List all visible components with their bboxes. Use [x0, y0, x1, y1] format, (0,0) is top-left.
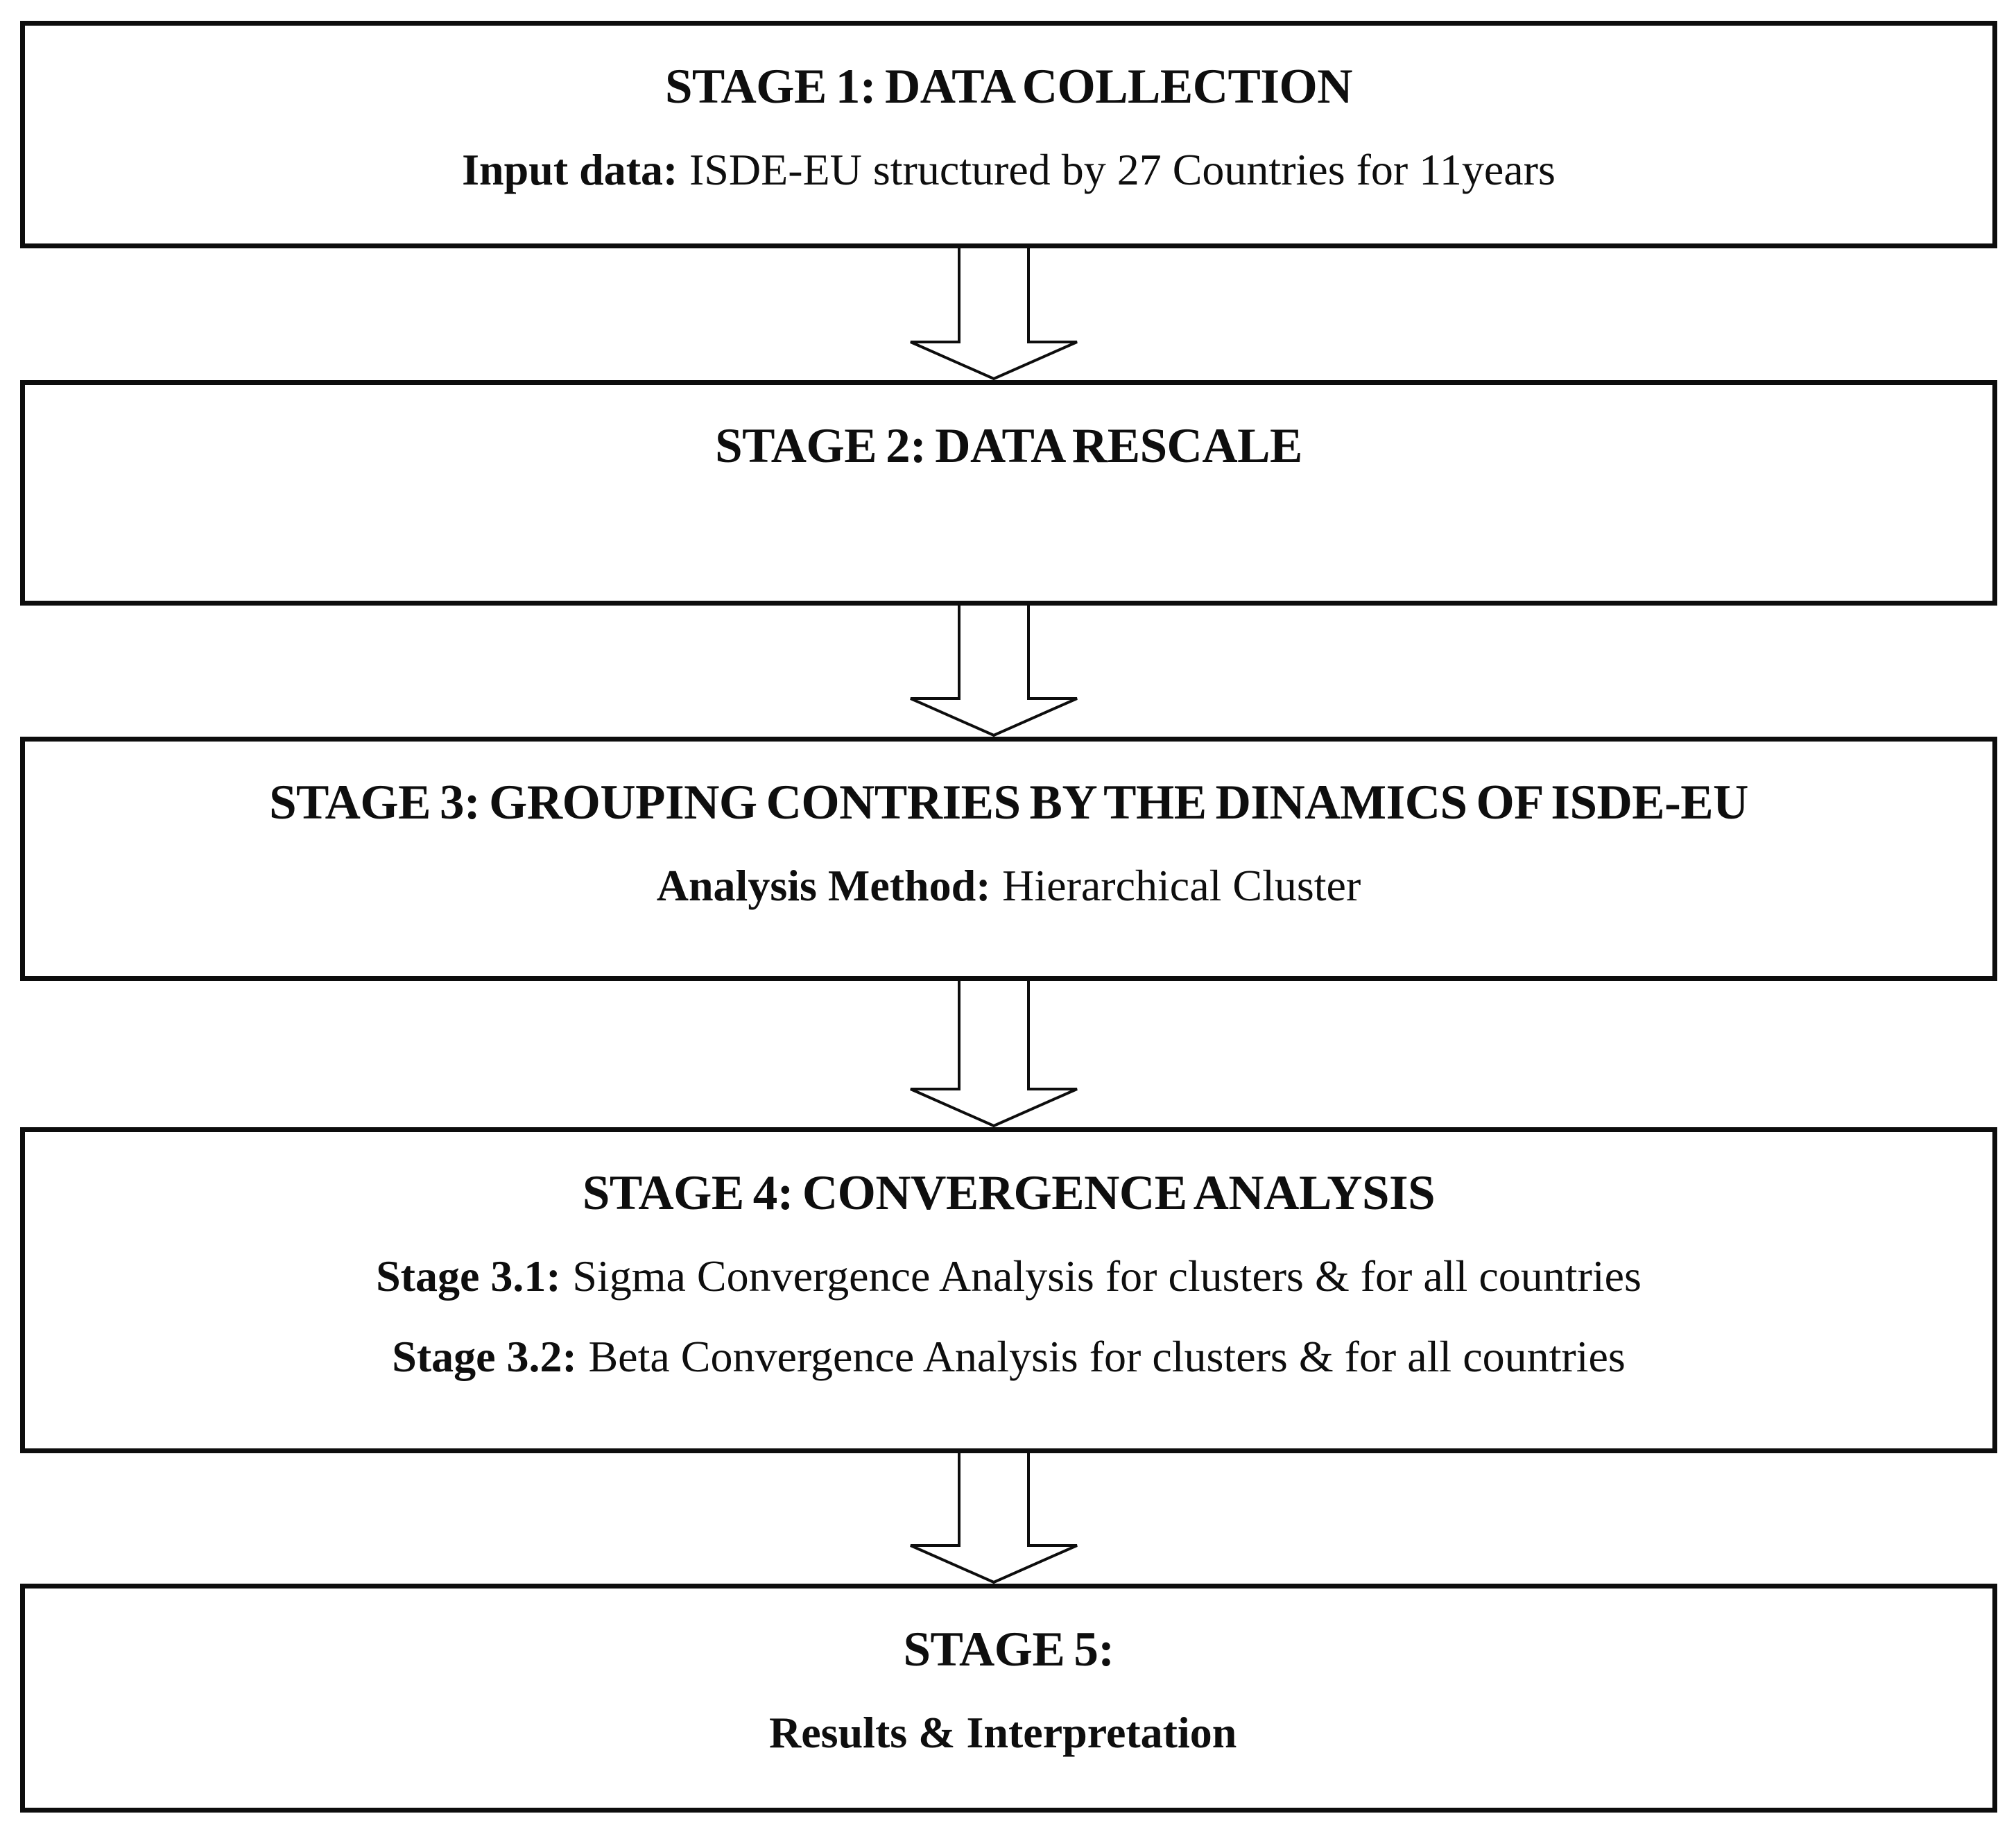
connector-4 [20, 1453, 1997, 1584]
connector-2 [20, 606, 1997, 737]
stage-1-detail: Input data:ISDE-EU structured by 27 Coun… [25, 130, 1992, 210]
detail-label: Stage 3.2: [392, 1332, 577, 1381]
connector-1 [20, 248, 1997, 380]
stage-1-title: STAGE 1: DATA COLLECTION [664, 60, 1353, 114]
detail-label: Input data: [462, 145, 678, 194]
stage-box-4: STAGE 4: CONVERGENCE ANALYSIS Stage 3.1:… [20, 1127, 1997, 1453]
stage-3-title: STAGE 3: GROUPING CONTRIES BY THE DINAMI… [269, 776, 1748, 830]
down-arrow-icon [909, 981, 1078, 1127]
stage-box-2: STAGE 2: DATA RESCALE [20, 380, 1997, 606]
stage-5-detail: Results & Interpretation [25, 1693, 1992, 1773]
stage-4-title: STAGE 4: CONVERGENCE ANALYSIS [582, 1166, 1436, 1220]
stage-3-detail: Analysis Method:Hierarchical Cluster [25, 846, 1992, 926]
connector-3 [20, 981, 1997, 1127]
detail-text: Hierarchical Cluster [1002, 861, 1361, 910]
stage-4-detail-1: Stage 3.1:Sigma Convergence Analysis for… [25, 1236, 1992, 1317]
down-arrow-icon [909, 248, 1078, 380]
down-arrow-icon [909, 1453, 1078, 1584]
stage-2-title: STAGE 2: DATA RESCALE [715, 419, 1302, 473]
detail-label: Stage 3.1: [376, 1251, 561, 1301]
detail-label: Analysis Method: [656, 861, 991, 910]
detail-text: Beta Convergence Analysis for clusters &… [588, 1332, 1626, 1381]
stage-box-3: STAGE 3: GROUPING CONTRIES BY THE DINAMI… [20, 737, 1997, 981]
detail-text: ISDE-EU structured by 27 Countries for 1… [689, 145, 1556, 194]
stage-5-title: STAGE 5: [903, 1622, 1114, 1677]
detail-text: Sigma Convergence Analysis for clusters … [572, 1251, 1642, 1301]
stage-4-detail-2: Stage 3.2:Beta Convergence Analysis for … [25, 1317, 1992, 1397]
down-arrow-icon [909, 606, 1078, 737]
stage-box-1: STAGE 1: DATA COLLECTION Input data:ISDE… [20, 21, 1997, 248]
detail-label: Results & Interpretation [769, 1708, 1237, 1757]
stage-box-5: STAGE 5: Results & Interpretation [20, 1584, 1997, 1813]
